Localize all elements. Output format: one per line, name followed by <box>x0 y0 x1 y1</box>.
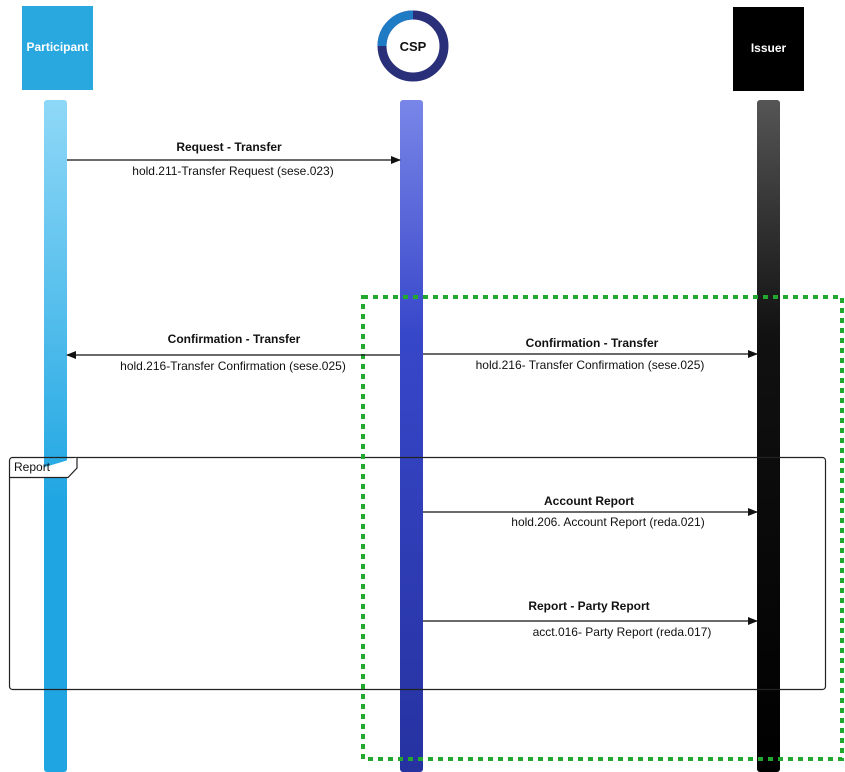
party-report-title: Report - Party Report <box>528 599 649 613</box>
csp-label: CSP <box>400 39 427 54</box>
account-report-subtitle: hold.206. Account Report (reda.021) <box>511 515 704 529</box>
csp-header: CSP <box>377 10 449 82</box>
report-frame <box>8 456 827 691</box>
issuer-label: Issuer <box>751 41 787 55</box>
request-transfer-title: Request - Transfer <box>176 140 282 154</box>
confirmation-transfer-issuer-title: Confirmation - Transfer <box>526 336 659 350</box>
request-transfer-subtitle: hold.211-Transfer Request (sese.023) <box>132 164 333 178</box>
issuer-lifeline <box>757 100 780 772</box>
highlight-region <box>361 295 844 761</box>
report-frame-label: Report <box>14 460 51 474</box>
participant-lifeline <box>44 100 67 772</box>
participant-label: Participant <box>26 40 88 54</box>
issuer-box <box>733 7 804 91</box>
participant-box <box>22 6 93 90</box>
csp-lifeline <box>400 100 423 772</box>
confirmation-transfer-participant-title: Confirmation - Transfer <box>168 332 301 346</box>
party-report-subtitle: acct.016- Party Report (reda.017) <box>533 625 712 639</box>
confirmation-transfer-participant-subtitle: hold.216-Transfer Confirmation (sese.025… <box>120 359 346 373</box>
csp-ring-accent <box>377 10 414 47</box>
confirmation-transfer-issuer-subtitle: hold.216- Transfer Confirmation (sese.02… <box>476 358 705 372</box>
account-report-title: Account Report <box>544 494 634 508</box>
report-frame-tab <box>9 457 78 479</box>
